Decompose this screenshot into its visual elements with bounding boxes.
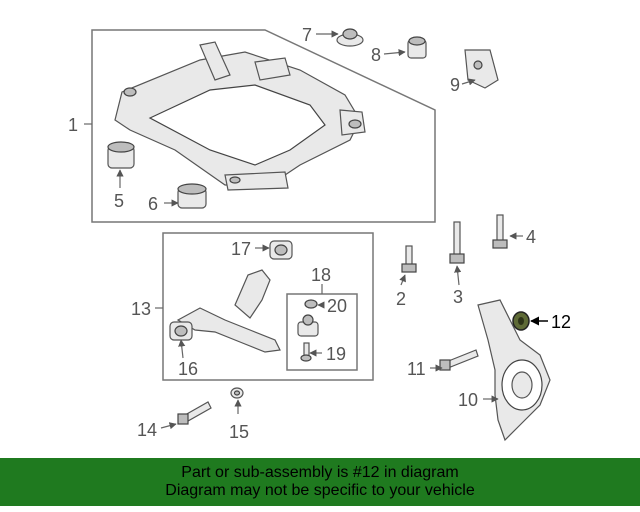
bracket-9-shape: [464, 49, 499, 89]
bolt-4-shape: [492, 214, 508, 249]
callout-18: 18: [311, 265, 331, 285]
callout-10: 10: [458, 390, 478, 410]
mount-7-shape: [336, 28, 364, 47]
parts-diagram: 1 2 3 4 5 6 7 8 9 10 11 12 13 14 15 16 1…: [68, 25, 571, 442]
banner-line-2: Diagram may not be specific to your vehi…: [165, 482, 475, 499]
callout-15: 15: [229, 422, 249, 442]
bolt-3-shape: [449, 221, 465, 264]
bushing-5-shape: [107, 141, 135, 169]
nut-15-shape: [230, 387, 244, 399]
bolt-2-shape: [401, 245, 417, 273]
callout-2: 2: [396, 289, 406, 309]
callout-16: 16: [178, 359, 198, 379]
bolt-14-shape: [177, 401, 212, 425]
bolt-11-shape: [439, 349, 479, 371]
callout-1: 1: [68, 115, 78, 135]
callout-13: 13: [131, 299, 151, 319]
callout-14: 14: [137, 420, 157, 440]
callout-12: 12: [551, 312, 571, 332]
info-banner: Part or sub-assembly is #12 in diagram D…: [0, 458, 640, 506]
callout-3: 3: [453, 287, 463, 307]
banner-line-1: Part or sub-assembly is #12 in diagram: [181, 464, 459, 481]
callout-19: 19: [326, 344, 346, 364]
callout-8: 8: [371, 45, 381, 65]
callout-5: 5: [114, 191, 124, 211]
nut-12-shape: [512, 311, 530, 331]
callout-11: 11: [407, 359, 426, 379]
callout-17: 17: [231, 239, 251, 259]
callout-20: 20: [327, 296, 347, 316]
callout-6: 6: [148, 194, 158, 214]
callout-9: 9: [450, 75, 460, 95]
bushing-6-shape: [177, 183, 207, 209]
knuckle-10-shape: [477, 299, 551, 442]
bushing-8-shape: [407, 36, 427, 59]
leader-lines: [84, 30, 548, 430]
callout-4: 4: [526, 227, 536, 247]
crossmember-group: [91, 29, 436, 223]
callout-7: 7: [302, 25, 312, 45]
